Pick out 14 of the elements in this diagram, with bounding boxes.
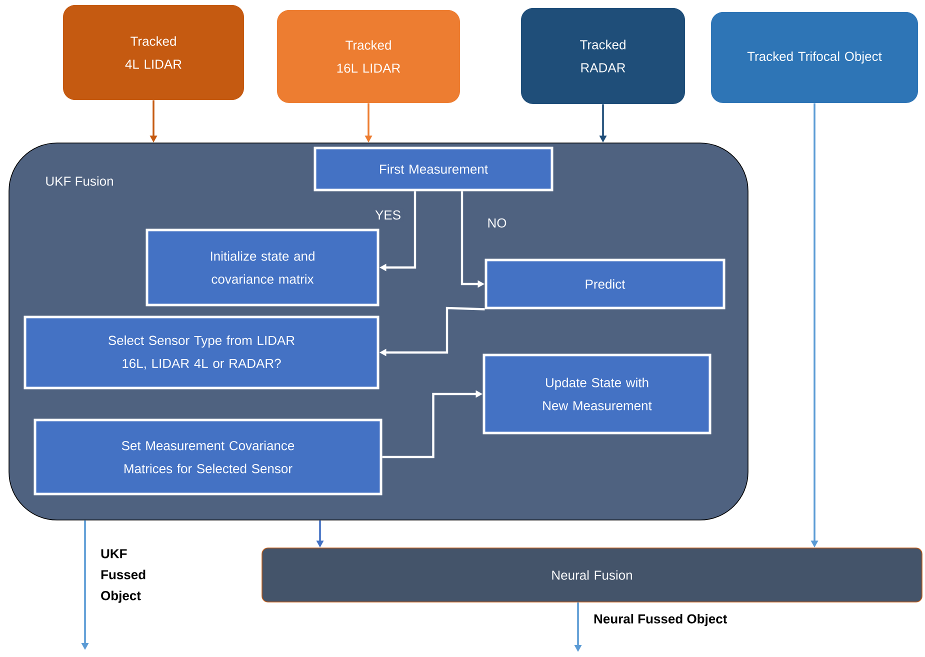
- source-box: Tracked Trifocal Object: [711, 12, 918, 103]
- edge-label: YES: [373, 208, 404, 222]
- process-bar: Neural Fusion: [262, 548, 922, 602]
- edge-label: Neural Fussed Object: [594, 614, 728, 626]
- process-box: Select Sensor Type from LIDAR 16L, LIDAR 4L or RADAR?: [24, 316, 380, 390]
- source-box: Tracked 4L LIDAR: [63, 5, 244, 100]
- process-box: Predict: [484, 258, 726, 310]
- edge-label: UKF Fussed Object: [101, 549, 146, 603]
- process-box: First Measurement: [314, 146, 554, 192]
- source-box: Tracked RADAR: [521, 8, 685, 104]
- source-box: Tracked 16L LIDAR: [277, 10, 460, 103]
- process-box: Initialize state and covariance matrix: [146, 228, 380, 306]
- process-box: Set Measurement Covariance Matrices for Selected Sensor: [34, 418, 382, 496]
- process-box: Update State with New Measurement: [482, 354, 712, 434]
